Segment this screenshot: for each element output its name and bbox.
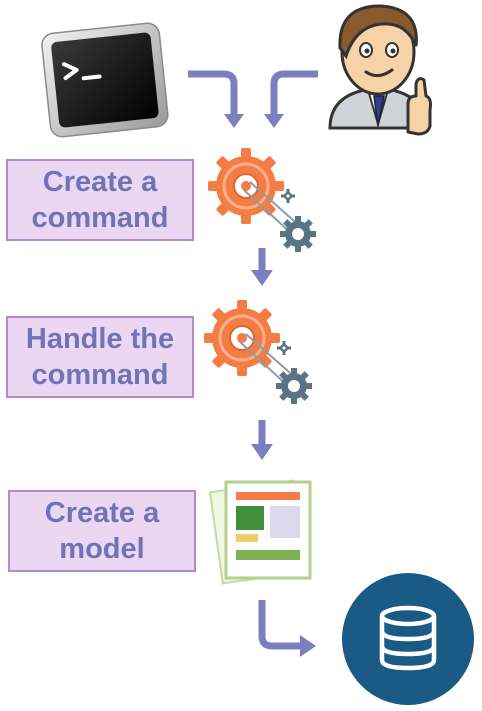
step-label-create-model: Create a model <box>8 490 196 572</box>
step-label-line1: Create a <box>44 497 160 529</box>
user-thumbs-up-icon <box>328 4 432 136</box>
terminal-icon <box>41 22 169 138</box>
step-label-line2: command <box>31 359 169 391</box>
step-label-line1: Handle the <box>25 323 175 355</box>
database-icon <box>342 573 474 705</box>
gears-icon <box>208 148 316 252</box>
step-label-create-command: Create a command <box>6 159 194 241</box>
step-label-line2: model <box>59 533 145 565</box>
gears-icon <box>204 300 312 404</box>
document-icon <box>208 479 312 585</box>
step-label-line2: command <box>31 202 169 234</box>
step-label-handle-command: Handle the command <box>6 316 194 398</box>
step-label-line1: Create a <box>42 166 158 198</box>
